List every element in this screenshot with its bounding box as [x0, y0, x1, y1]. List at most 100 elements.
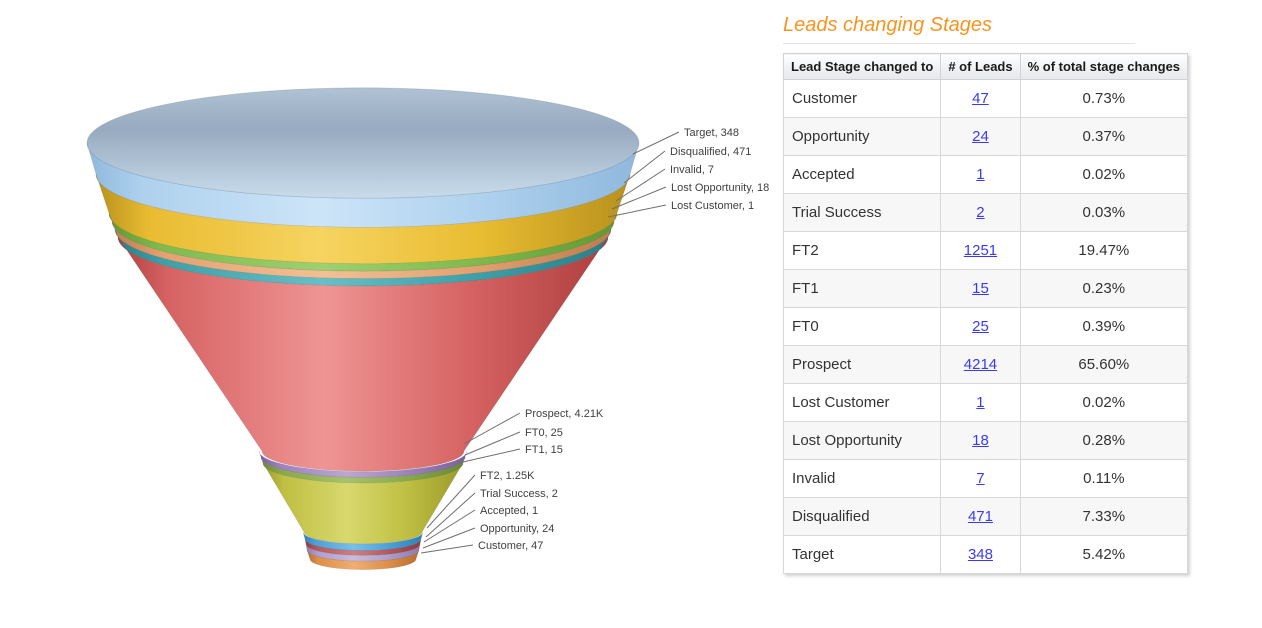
stage-name-cell: Disqualified: [782, 497, 942, 536]
table-row: Target 348 5.42%: [782, 535, 1189, 574]
callout-leader-line: [615, 168, 666, 202]
leads-count-link[interactable]: 25: [972, 318, 989, 335]
table-row: Lost Opportunity 18 0.28%: [782, 421, 1189, 460]
callout-leader-line: [462, 448, 521, 463]
callout-leader-line: [426, 474, 476, 529]
stage-name-cell: Prospect: [782, 345, 942, 384]
stage-name-cell: Customer: [782, 79, 942, 118]
funnel-top-ellipse[interactable]: [86, 87, 640, 199]
stage-name-cell: Lost Customer: [782, 383, 942, 422]
stage-percent-cell: 0.23%: [1019, 269, 1189, 308]
stage-name-cell: FT1: [782, 269, 942, 308]
table-row: Invalid 7 0.11%: [782, 459, 1189, 498]
callout-leader-line: [632, 131, 680, 155]
leads-count-link[interactable]: 471: [967, 508, 993, 525]
callout-leader-line: [423, 509, 476, 543]
leads-count-link[interactable]: 1: [976, 394, 985, 411]
funnel-slice-customer[interactable]: [306, 549, 420, 570]
leads-count-cell: 24: [940, 117, 1021, 156]
funnel-slice-disqualified[interactable]: [95, 173, 631, 265]
stage-percent-cell: 65.60%: [1019, 345, 1189, 384]
stage-name-cell: Lost Opportunity: [782, 421, 942, 460]
leads-count-link[interactable]: 7: [976, 470, 985, 487]
stage-percent-cell: 0.02%: [1019, 383, 1189, 422]
leads-count-link[interactable]: 18: [972, 432, 989, 449]
funnel-slice-ft1[interactable]: [260, 456, 466, 484]
callout-leader-line: [463, 412, 521, 445]
stage-name-cell: Trial Success: [782, 193, 942, 232]
funnel-callout-label-invalid: Invalid, 7: [670, 164, 714, 176]
leads-count-link[interactable]: 15: [972, 280, 989, 297]
stage-name-cell: Target: [782, 535, 942, 574]
leads-count-cell: 4214: [940, 345, 1021, 384]
funnel-slice-ft2[interactable]: [262, 461, 464, 545]
funnel-callout-label-disqualified: Disqualified, 471: [670, 146, 751, 158]
stage-percent-cell: 0.11%: [1019, 459, 1189, 498]
stage-name-cell: Invalid: [782, 459, 942, 498]
funnel-callout-label-customer: Customer, 47: [478, 540, 543, 552]
stage-name-cell: FT0: [782, 307, 942, 346]
leads-count-cell: 25: [940, 307, 1021, 346]
funnel-callout-label-opportunity: Opportunity, 24: [480, 523, 554, 535]
callout-leader-line: [464, 431, 521, 456]
funnel-callout-label-ft0: FT0, 25: [525, 427, 563, 439]
leads-count-link[interactable]: 47: [972, 90, 989, 107]
leads-count-link[interactable]: 1251: [963, 242, 998, 259]
table-row: FT1 15 0.23%: [782, 269, 1189, 308]
leads-table: Lead Stage changed to# of Leads% of tota…: [782, 53, 1189, 574]
leads-count-cell: 471: [940, 497, 1021, 536]
callout-leader-line: [420, 544, 474, 554]
funnel-callout-label-target: Target, 348: [684, 127, 739, 139]
callout-leader-line: [425, 492, 476, 538]
table-row: FT2 1251 19.47%: [782, 231, 1189, 270]
leads-count-link[interactable]: 2: [976, 204, 985, 221]
funnel-slice-trial-success[interactable]: [302, 531, 424, 551]
stage-name-cell: Accepted: [782, 155, 942, 194]
stage-percent-cell: 0.28%: [1019, 421, 1189, 460]
funnel-slice-prospect[interactable]: [117, 236, 609, 472]
stage-percent-cell: 0.02%: [1019, 155, 1189, 194]
stage-percent-cell: 5.42%: [1019, 535, 1189, 574]
leads-count-cell: 1: [940, 383, 1021, 422]
funnel-callout-label-trial-success: Trial Success, 2: [480, 488, 558, 500]
title-divider: [783, 43, 1135, 44]
funnel-slice-invalid[interactable]: [108, 212, 618, 272]
leads-count-cell: 1251: [940, 231, 1021, 270]
leads-count-link[interactable]: 4214: [963, 356, 998, 373]
table-row: Prospect 4214 65.60%: [782, 345, 1189, 384]
leads-count-link[interactable]: 348: [967, 546, 993, 563]
leads-count-cell: 47: [940, 79, 1021, 118]
panel-title: Leads changing Stages: [783, 14, 993, 36]
leads-panel: Leads changing Stages Lead Stage changed…: [782, 0, 1189, 574]
funnel-callout-label-prospect: Prospect, 4.21K: [525, 408, 604, 420]
callout-leader-line: [611, 186, 667, 210]
column-header: % of total stage changes: [1019, 53, 1189, 80]
table-row: Trial Success 2 0.03%: [782, 193, 1189, 232]
leads-count-link[interactable]: 1: [976, 166, 985, 183]
callout-leader-line: [607, 204, 667, 218]
funnel-callout-label-lost-opportunity: Lost Opportunity, 18: [671, 182, 769, 194]
leads-count-cell: 18: [940, 421, 1021, 460]
column-header: # of Leads: [940, 53, 1021, 80]
funnel-callout-label-lost-customer: Lost Customer, 1: [671, 200, 754, 212]
funnel-callout-label-ft2: FT2, 1.25K: [480, 470, 535, 482]
leads-count-link[interactable]: 24: [972, 128, 989, 145]
stage-percent-cell: 19.47%: [1019, 231, 1189, 270]
callout-leader-line: [623, 150, 666, 184]
stage-name-cell: Opportunity: [782, 117, 942, 156]
leads-table-header: Lead Stage changed to# of Leads% of tota…: [782, 53, 1189, 80]
leads-count-cell: 15: [940, 269, 1021, 308]
leads-count-cell: 7: [940, 459, 1021, 498]
stage-name-cell: FT2: [782, 231, 942, 270]
stage-percent-cell: 0.03%: [1019, 193, 1189, 232]
leads-count-cell: 2: [940, 193, 1021, 232]
table-row: Lost Customer 1 0.02%: [782, 383, 1189, 422]
funnel-callout-label-accepted: Accepted, 1: [480, 505, 538, 517]
